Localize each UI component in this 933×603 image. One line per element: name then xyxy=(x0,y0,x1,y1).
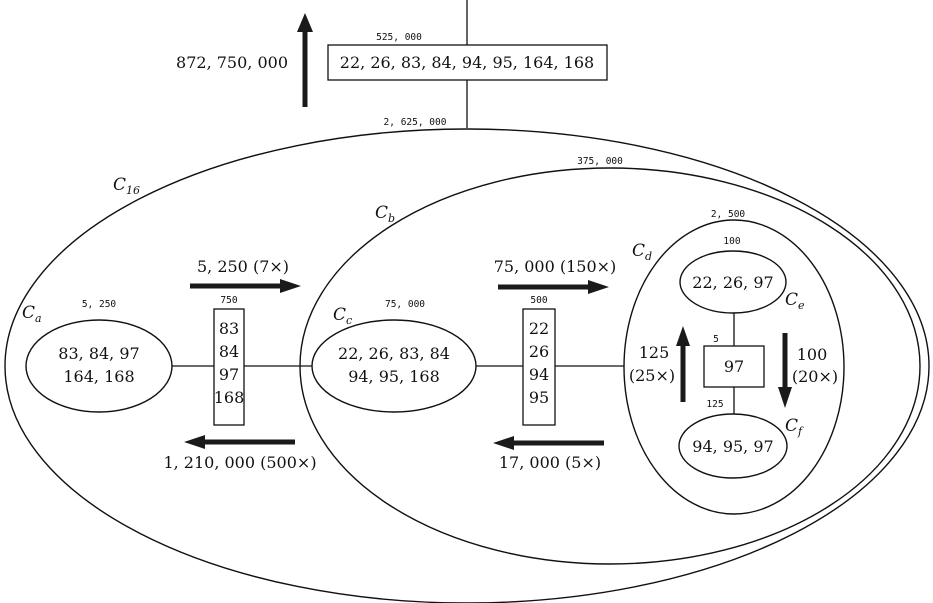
top-link-weight: 2, 625, 000 xyxy=(384,117,447,128)
separator-left-weight: 750 xyxy=(220,295,237,306)
separator-mid-item: 95 xyxy=(529,388,549,407)
message-up-ratio: (25×) xyxy=(629,366,675,385)
separator-mid-item: 94 xyxy=(529,365,549,384)
message-left-left: 1, 210, 000 (500×) xyxy=(163,453,316,472)
cluster-ca-label: Ca xyxy=(22,303,42,325)
separator-mid-box xyxy=(522,308,556,426)
message-mid-right: 75, 000 (150×) xyxy=(494,257,617,276)
separator-left-item: 97 xyxy=(219,365,239,384)
cluster-ca-ellipse xyxy=(25,319,173,413)
arrow-left-right-head xyxy=(280,279,301,293)
separator-mid-item: 26 xyxy=(529,342,549,361)
arrow-mid-left-head xyxy=(493,436,514,450)
top-separator-text: 22, 26, 83, 84, 94, 95, 164, 168 xyxy=(340,53,594,72)
separator-mid-item: 22 xyxy=(529,319,549,338)
message-mid-left: 17, 000 (5×) xyxy=(499,453,601,472)
top-up-arrow-head xyxy=(297,13,313,32)
cluster-ca-weight: 5, 250 xyxy=(82,299,117,310)
separator-left-item: 168 xyxy=(214,388,245,407)
cluster-cf-line1: 94, 95, 97 xyxy=(692,437,773,456)
separator-inner-item: 97 xyxy=(724,357,744,376)
cluster-cc-label: Cc xyxy=(333,305,352,327)
separator-mid-weight: 500 xyxy=(530,295,547,306)
cluster-cc-weight: 75, 000 xyxy=(385,299,425,310)
message-down-ratio: (20×) xyxy=(792,367,838,386)
message-left-right: 5, 250 (7×) xyxy=(197,257,289,276)
cluster-ce-ellipse xyxy=(679,250,787,314)
cluster-c16-label: C16 xyxy=(113,175,140,197)
arrow-inner-up-head xyxy=(676,326,690,346)
cluster-cc-line1: 22, 26, 83, 84 xyxy=(338,344,450,363)
separator-left-item: 84 xyxy=(219,342,239,361)
cluster-cb-label: Cb xyxy=(375,203,395,225)
arrow-inner-down-head xyxy=(778,387,792,408)
cluster-ca-line1: 83, 84, 97 xyxy=(58,344,139,363)
cluster-ce-weight: 100 xyxy=(723,236,740,247)
separator-left-item: 83 xyxy=(219,319,239,338)
cluster-cc-ellipse xyxy=(311,319,477,413)
separator-left-box xyxy=(213,308,245,426)
message-up-value: 125 xyxy=(639,343,670,362)
cluster-cc-line2: 94, 95, 168 xyxy=(348,367,440,386)
arrow-left-left-head xyxy=(184,435,205,449)
top-separator-box xyxy=(327,44,608,81)
cluster-ca-line2: 164, 168 xyxy=(63,367,134,386)
top-separator-weight: 525, 000 xyxy=(376,32,422,43)
top-arrow-value: 872, 750, 000 xyxy=(176,53,288,72)
cluster-ce-line1: 22, 26, 97 xyxy=(692,273,773,292)
separator-inner-weight: 5 xyxy=(713,334,719,345)
separator-inner-box xyxy=(703,345,765,388)
cluster-ce-label: Ce xyxy=(785,290,805,312)
message-down-value: 100 xyxy=(797,345,828,364)
cluster-cd-label: Cd xyxy=(632,241,652,263)
cluster-cf-ellipse xyxy=(678,413,788,479)
arrow-mid-right-head xyxy=(588,280,609,294)
cluster-cb-weight: 375, 000 xyxy=(577,156,623,167)
cluster-cf-weight: 125 xyxy=(706,399,723,410)
cluster-cd-weight: 2, 500 xyxy=(711,209,746,220)
cluster-c16-ellipse xyxy=(4,128,930,603)
cluster-cf-label: Cf xyxy=(785,416,804,438)
